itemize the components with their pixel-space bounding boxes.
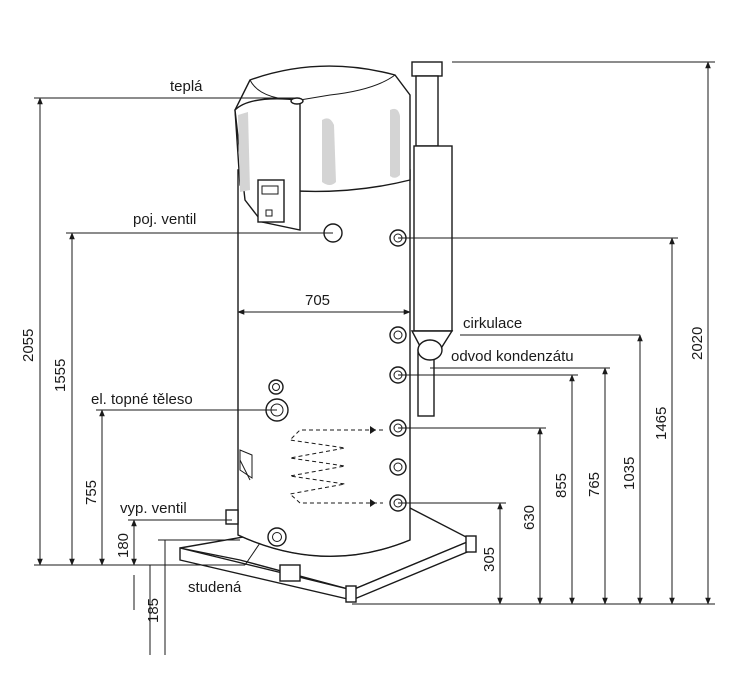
dim-2020: 2020 [689, 327, 706, 360]
heat-pump-unit [234, 65, 411, 231]
dim-855: 855 [553, 473, 570, 498]
dim-765: 765 [586, 472, 603, 497]
callout-labels: teplá poj. ventil cirkulace odvod konden… [91, 78, 574, 596]
dimension-lines [34, 61, 715, 655]
dim-185: 185 [145, 598, 162, 623]
label-hot: teplá [170, 78, 203, 95]
dim-180: 180 [115, 533, 132, 558]
dim-755: 755 [83, 480, 100, 505]
dim-width: 705 [305, 292, 330, 309]
label-heater: el. topné těleso [91, 391, 193, 408]
dim-305: 305 [481, 547, 498, 572]
label-leaders [34, 97, 640, 566]
dim-630: 630 [521, 505, 538, 530]
dim-1035: 1035 [621, 457, 638, 490]
label-condensate: odvod kondenzátu [451, 348, 574, 365]
exhaust-pipe [410, 61, 454, 417]
label-cold: studená [188, 579, 242, 596]
tank-body [237, 169, 411, 557]
dim-1555: 1555 [52, 359, 69, 392]
dimension-values: 705 2055 1555 755 180 185 305 630 855 76… [20, 292, 706, 623]
label-drain-valve: vyp. ventil [120, 500, 187, 517]
dim-2055: 2055 [20, 329, 37, 362]
heat-exchanger-coil [288, 426, 383, 507]
label-circulation: cirkulace [463, 315, 522, 332]
label-safety-valve: poj. ventil [133, 211, 196, 228]
dim-1465: 1465 [653, 407, 670, 440]
